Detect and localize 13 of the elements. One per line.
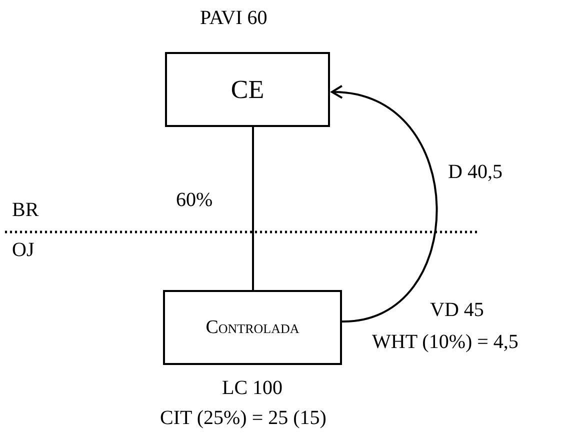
connector-line: [252, 127, 254, 290]
entity-box: Controlada: [163, 290, 342, 365]
node-caption: LC 100: [222, 376, 283, 400]
curved-arrow: [331, 86, 438, 322]
edge-label: D 40,5: [448, 160, 502, 184]
edge-label: 60%: [176, 188, 213, 212]
text-label: WHT (10%) = 4,5: [372, 330, 518, 354]
text-label: OJ: [12, 238, 34, 262]
text-label: BR: [12, 198, 39, 222]
node-caption: PAVI 60: [200, 6, 268, 30]
node-caption: CIT (25%) = 25 (15): [160, 406, 326, 430]
entity-box: CE: [165, 52, 330, 127]
text-label: VD 45: [430, 298, 484, 322]
